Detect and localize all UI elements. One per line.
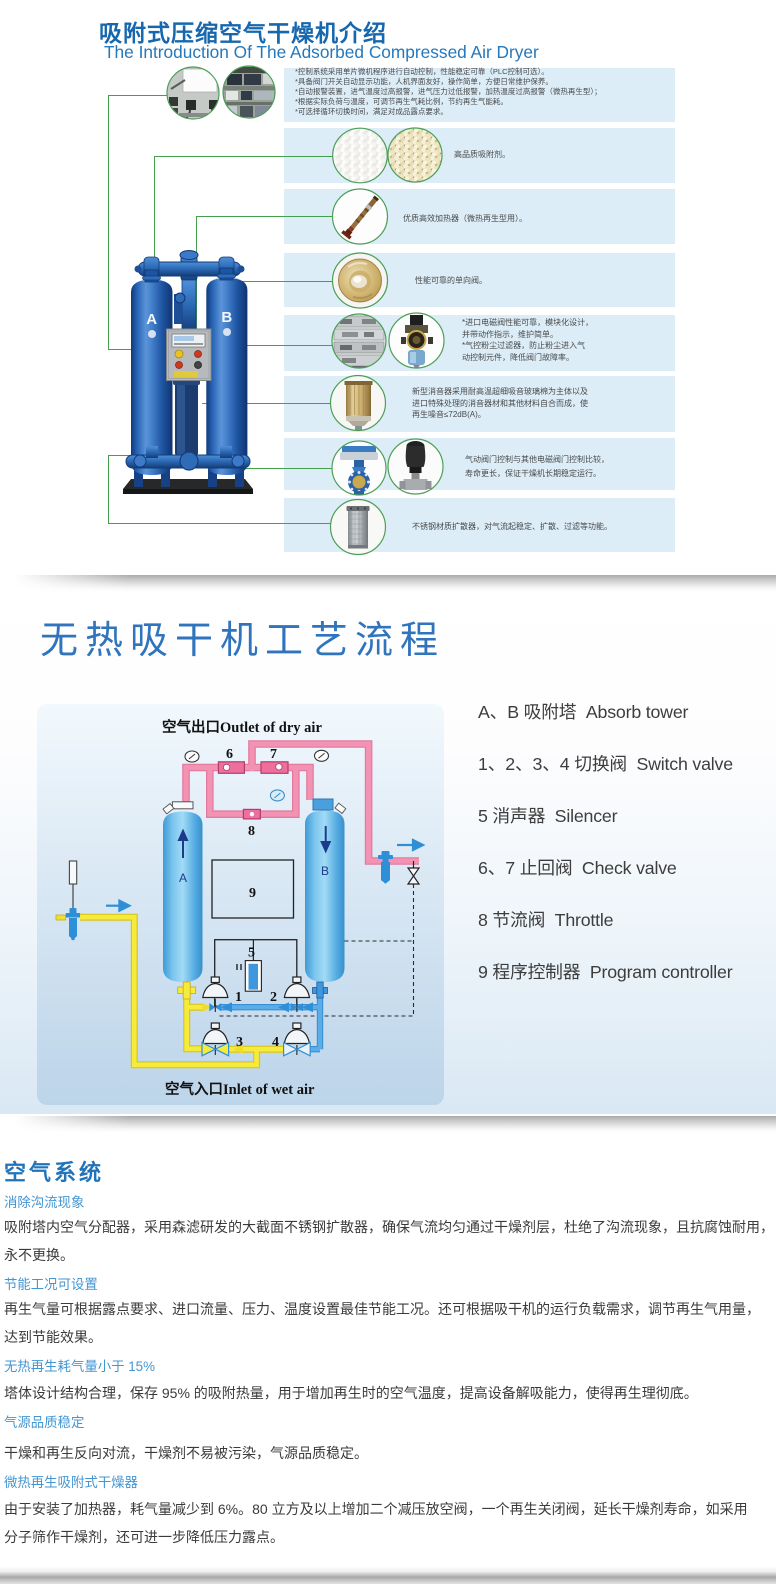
svg-text:7: 7 <box>270 747 277 762</box>
svg-text:B: B <box>321 864 329 878</box>
svg-text:空气出口Outlet of dry air: 空气出口Outlet of dry air <box>162 718 322 736</box>
svg-text:A: A <box>146 311 157 328</box>
svg-text:9: 9 <box>249 886 256 901</box>
svg-text:3: 3 <box>236 1035 243 1050</box>
svg-text:1: 1 <box>235 990 242 1005</box>
svg-text:2: 2 <box>270 990 277 1005</box>
svg-text:B: B <box>221 309 232 326</box>
svg-text:5: 5 <box>248 946 255 961</box>
svg-text:8: 8 <box>248 824 255 839</box>
svg-text:6: 6 <box>226 747 233 762</box>
svg-text:空气入口Inlet of wet air: 空气入口Inlet of wet air <box>165 1080 315 1098</box>
svg-text:A: A <box>179 871 187 885</box>
svg-text:4: 4 <box>272 1035 279 1050</box>
